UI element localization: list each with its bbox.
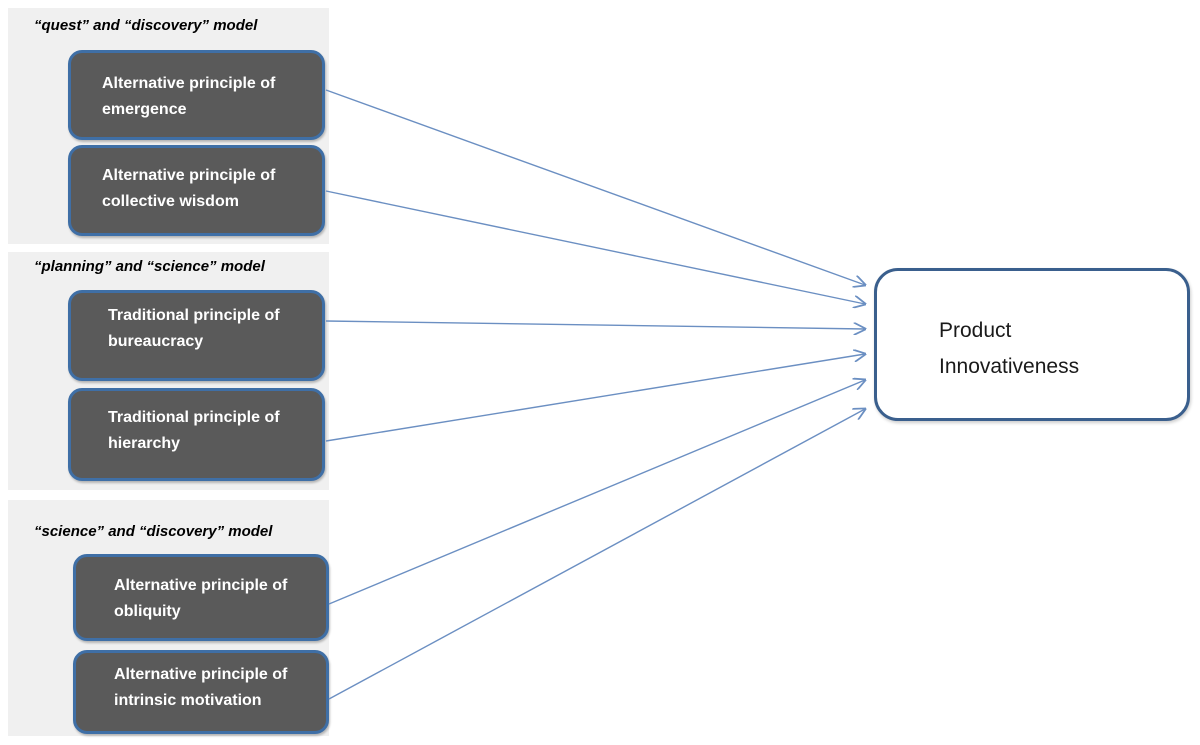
node-collective-wisdom (68, 145, 325, 236)
node-label-collective-wisdom: Alternative principle of collective wisd… (102, 167, 276, 210)
arrow-obliquity-to-innovativeness (328, 380, 865, 605)
node-label-obliquity: Alternative principle of obliquity (114, 577, 288, 620)
arrow-intrinsic-motivation-to-innovativeness (328, 409, 865, 700)
group-title-science-discovery: “science” and “discovery” model (34, 523, 273, 540)
arrow-bureaucracy-to-innovativeness (325, 320, 865, 329)
group-title-planning-science: “planning” and “science” model (34, 258, 265, 275)
node-emergence (68, 50, 325, 140)
node-obliquity (73, 554, 329, 641)
node-intrinsic-motivation (73, 650, 329, 734)
group-title-quest-discovery: “quest” and “discovery” model (34, 17, 258, 34)
node-hierarchy (68, 388, 325, 481)
node-label-hierarchy: Traditional principle of hierarchy (108, 409, 280, 452)
node-label-emergence: Alternative principle of emergence (102, 75, 276, 118)
node-bureaucracy (68, 290, 325, 381)
node-product-innovativeness: Product Innovativeness (874, 268, 1190, 421)
node-label-intrinsic-motivation: Alternative principle of intrinsic motiv… (114, 666, 288, 709)
arrow-collective-wisdom-to-innovativeness (325, 190, 865, 304)
node-label-bureaucracy: Traditional principle of bureaucracy (108, 307, 280, 350)
arrow-emergence-to-innovativeness (325, 89, 865, 285)
node-label-product-innovativeness: Product Innovativeness (939, 319, 1080, 378)
arrow-hierarchy-to-innovativeness (325, 354, 865, 442)
